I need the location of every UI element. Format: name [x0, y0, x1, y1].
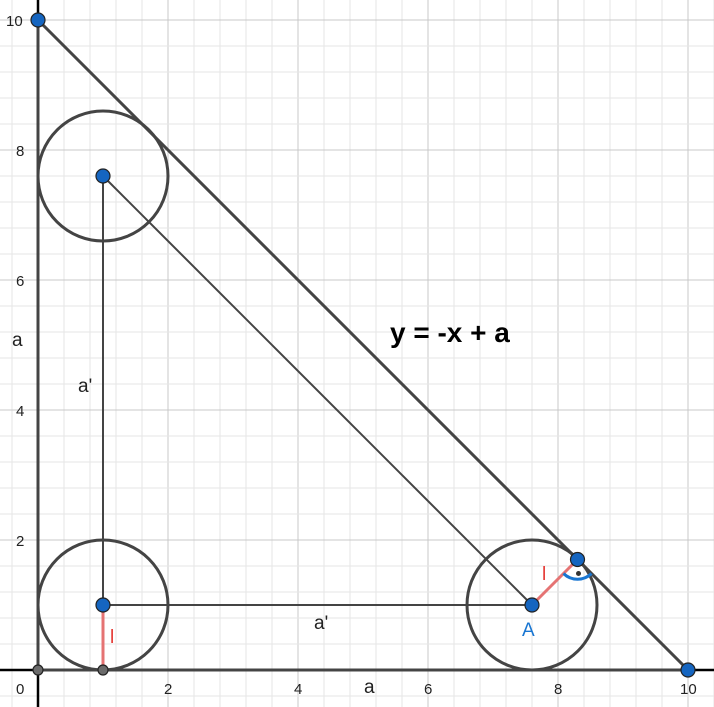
tick-labels: 0 2 4 6 8 10 2 4 6 8 10	[6, 13, 697, 698]
point-right-vertex	[680, 662, 696, 678]
label-a-prime-horizontal: a'	[314, 613, 328, 634]
y-tick-label: 6	[16, 273, 24, 290]
point-top-center	[95, 168, 111, 184]
point-A	[524, 597, 540, 613]
y-tick-label: 4	[16, 403, 24, 420]
x-tick-label: 0	[16, 681, 24, 698]
point-top-vertex	[30, 12, 46, 28]
equation-label: y = -x + a	[390, 317, 510, 348]
segment-parallel-diagonal	[102, 175, 533, 606]
x-tick-label: 8	[554, 681, 562, 698]
hypotenuse-triangle	[36, 18, 692, 672]
x-tick-label: 10	[680, 681, 697, 698]
x-tick-label: 6	[424, 681, 432, 698]
y-tick-label: 2	[16, 533, 24, 550]
segment-l-right	[530, 558, 579, 607]
point-bottom-left-center	[95, 597, 111, 613]
construction	[30, 12, 696, 678]
label-a-y: a	[12, 330, 23, 351]
point-origin	[32, 664, 44, 676]
point-l-foot	[97, 664, 109, 676]
y-tick-label: 10	[6, 13, 23, 30]
label-point-A: A	[522, 620, 535, 641]
x-tick-label: 2	[164, 681, 172, 698]
right-angle-dot	[576, 571, 581, 576]
right-angle-arc	[562, 572, 593, 581]
label-a-x: a	[364, 677, 375, 698]
x-tick-label: 4	[294, 681, 302, 698]
y-tick-label: 8	[16, 143, 24, 160]
point-tangent	[569, 551, 586, 568]
label-l-left: l	[110, 627, 114, 648]
label-l-right: l	[542, 564, 546, 585]
label-a-prime-vertical: a'	[78, 376, 92, 397]
